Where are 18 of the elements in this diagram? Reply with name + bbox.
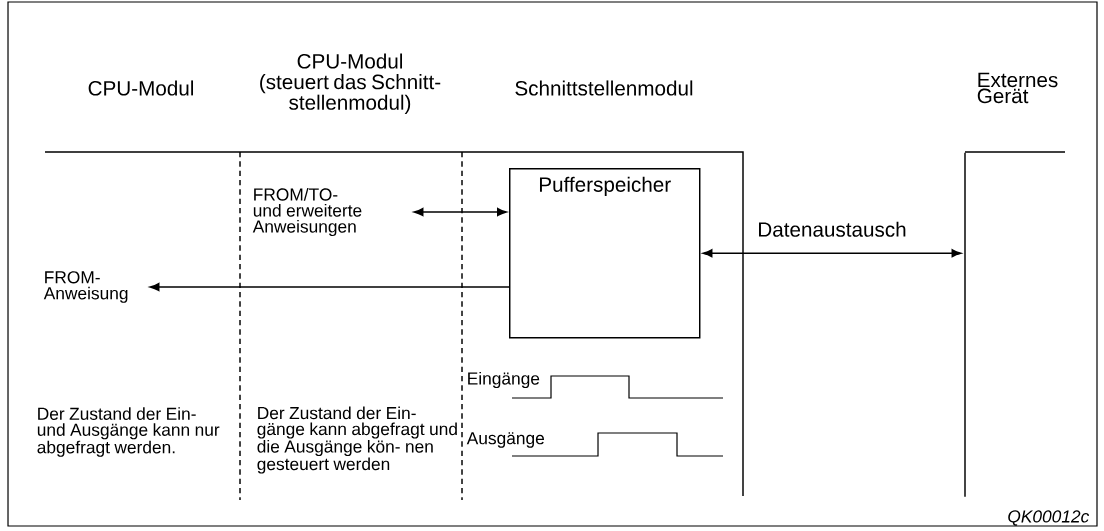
column-heading: (steuert das Schnitt- stellenmodul) xyxy=(260,74,441,114)
column-heading: Externes Gerät xyxy=(977,72,1058,104)
instruction-text: FROM- Anweisung xyxy=(43,271,128,303)
buffer-memory-box: Pufferspeicher xyxy=(509,168,701,339)
arrow xyxy=(149,282,510,292)
column-divider xyxy=(964,152,966,497)
signal-label: Eingänge xyxy=(468,371,540,389)
instruction-text: FROM/TO- und erweiterte Anweisungen xyxy=(252,187,362,237)
column-heading: CPU-Modul xyxy=(88,80,193,96)
column-heading: CPU-Modul xyxy=(297,53,402,69)
edge-label: Datenaustausch xyxy=(756,220,908,239)
column-heading: Schnittstellenmodul xyxy=(515,80,693,96)
signal-label: Ausgänge xyxy=(466,432,544,448)
arrow xyxy=(702,249,962,258)
figure-code: QK00012c xyxy=(1008,510,1090,526)
arrow xyxy=(413,207,507,217)
note-text: Der Zustand der Ein- und Ausgänge kann nur abgefragt werden. xyxy=(37,407,220,457)
note-text: Der Zustand der Ein- gänge kann abgefragt und die Ausgänge kön- nen gesteuert werden xyxy=(257,406,457,474)
